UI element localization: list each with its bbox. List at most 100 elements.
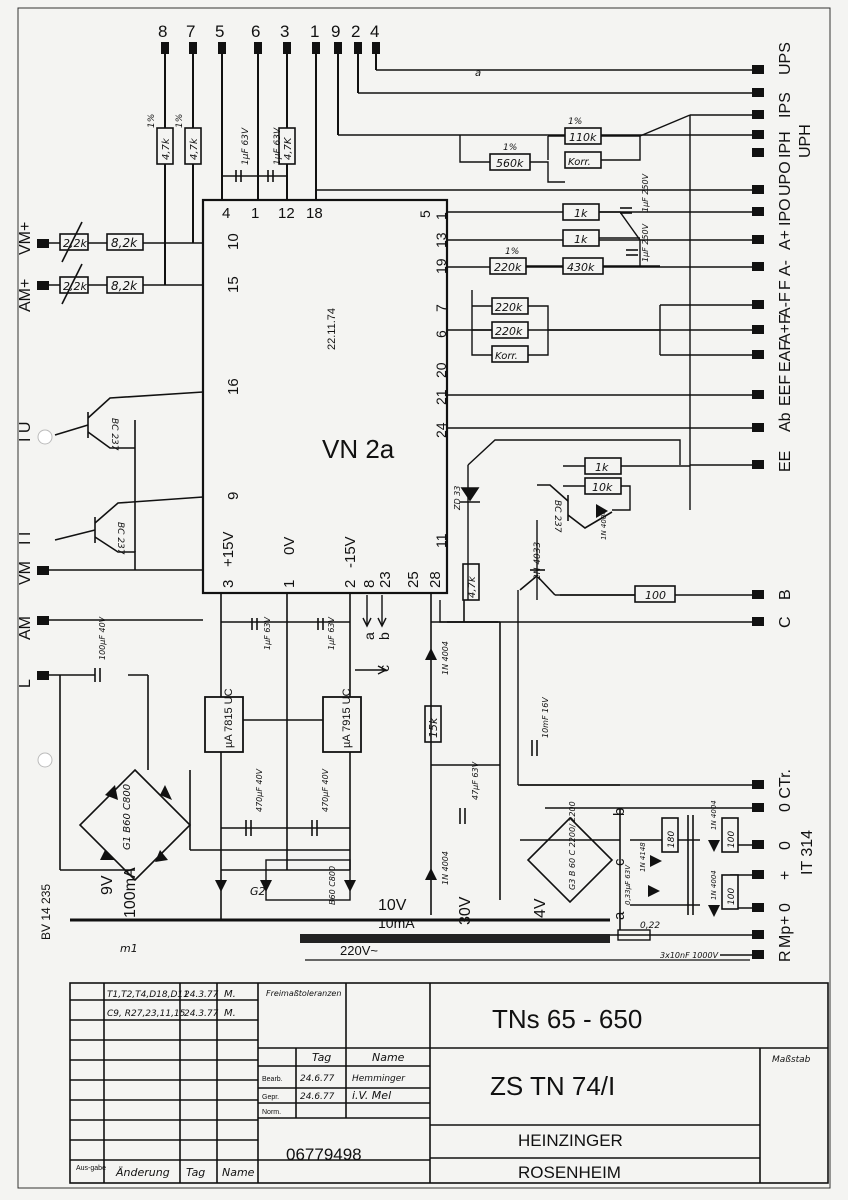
transistor-bc237-a: BC 237 [109, 418, 119, 451]
pin-right-20: 20 [433, 362, 449, 378]
cap-100uf: 100µF 40V [98, 616, 107, 660]
transistor-2n4033: 2N 4033 [533, 542, 543, 580]
revision-1-text: T1,T2,T4,D18,D11 [107, 990, 189, 1000]
cap-470uf-b: 470µF 40V [321, 768, 330, 812]
cap-3x10nf: 3x10nF 1000V [660, 951, 719, 960]
pin-bottom-8: 8 [361, 580, 378, 588]
resistor-100-b: 100 [727, 888, 737, 905]
label-4v: 4V [532, 898, 549, 918]
label-node-a: a [475, 68, 481, 79]
power-caps [94, 618, 538, 836]
resistor-10k: 10k [592, 481, 613, 494]
resistor-022-label: 0,22 [640, 921, 660, 931]
terminal-ee: EE [777, 451, 794, 472]
bridge-rectifier-g3 [526, 816, 614, 904]
pin-right-7: 7 [433, 304, 449, 312]
power-section-wires [59, 593, 700, 943]
top-terminal-pads [161, 42, 380, 54]
terminal-eaf: EAF [777, 341, 794, 372]
pin-bottom-3: 3 [220, 580, 237, 588]
label-bv14235: BV 14 235 [39, 884, 53, 940]
pin-top-4: 4 [222, 205, 230, 222]
bridge-g2-label: G2 [250, 885, 266, 898]
pin-top-18: 18 [306, 205, 323, 222]
company-rosenheim: ROSENHEIM [518, 1163, 621, 1182]
row-gepr-label: Gepr. [262, 1094, 279, 1101]
resistor-4k7-a: 4,7k [161, 137, 172, 160]
terminal-eef: EEF [777, 375, 794, 406]
bridge-g3-label: G3 B 60 C 2200/ 2200 [568, 801, 577, 890]
massstab-label: Maßstab [772, 1055, 811, 1065]
revision-2-signature: M. [224, 1008, 236, 1019]
resistor-korr-b: Korr. [495, 351, 518, 362]
terminal-iph: IPH [777, 131, 794, 158]
footer-name: Name [222, 1166, 255, 1179]
terminal-uph: UPH [797, 124, 814, 158]
left-terminal-pads [37, 239, 49, 680]
pin-right-5: 5 [417, 210, 433, 218]
label-node-c: c [611, 858, 628, 866]
cap-1uf-a: 1µF 63V [241, 127, 251, 165]
terminal-vm-plus: VM+ [17, 222, 34, 255]
terminal-upo: UPO [777, 161, 794, 196]
top-terminal-6: 6 [251, 22, 260, 41]
left-terminal-wires [45, 242, 203, 676]
revision-2-date: 24.3.77 [184, 1009, 219, 1019]
col-tag-header: Tag [312, 1051, 331, 1064]
diode-1n4004-right-label: 1N 4004 [600, 510, 608, 540]
it314-area [661, 815, 739, 915]
tolerance-1pct-e: 1% [505, 247, 519, 257]
label-10v: 10V [378, 897, 407, 914]
label-9v: 9V [99, 875, 116, 895]
module-vn2a: VN 2a 22.11.74 4 1 12 18 10 15 16 9 1 5 … [201, 198, 449, 595]
top-terminal-4: 4 [370, 22, 379, 41]
revision-1-signature: M. [224, 989, 236, 1000]
pin-left-10: 10 [225, 233, 242, 250]
label-int-b: b [376, 632, 392, 640]
document-number: 06779498 [286, 1145, 362, 1164]
right-terminal-wires [316, 69, 752, 956]
right-resistor-network [424, 127, 676, 743]
resistor-1k-a: 1k [574, 207, 588, 220]
zener-zd33-label: ZD 33 [453, 486, 462, 511]
pin-bottom-1: 1 [281, 580, 298, 588]
pin-bottom-plus15v: +15V [220, 532, 237, 567]
label-10ma: 10mA [378, 915, 415, 931]
pin-right-6: 6 [433, 330, 449, 338]
label-100ma: 100mA [122, 867, 139, 918]
cap-1uf-c: 1µF 63V [263, 616, 272, 650]
terminal-ips: IPS [777, 92, 794, 118]
diodes-30v [425, 648, 437, 880]
diode-1n4004-c: 1N 4004 [710, 800, 718, 830]
resistor-100-a: 100 [727, 831, 737, 848]
label-node-b: b [611, 808, 628, 816]
left-input-resistors [59, 221, 144, 305]
regulators [204, 696, 362, 753]
resistor-220k-c: 220k [495, 325, 523, 338]
mains-bar [300, 934, 610, 943]
tolerance-header: Freimaßtoleranzen [266, 989, 341, 998]
transistor-bc237-b: BC 237 [115, 522, 125, 555]
pin-left-16: 16 [225, 378, 242, 395]
terminal-0-b: 0 [777, 903, 794, 912]
left-terminal-labels: AM+ VM+ I U I I VM AM L [17, 222, 34, 688]
terminal-a-minus-f: A-F [777, 292, 794, 318]
cap-033uf: 0,33µF 63V [624, 864, 632, 905]
resistor-1k-c: 1k [595, 461, 609, 474]
tolerance-1pct-a: 1% [147, 114, 157, 128]
module-date: 22.11.74 [326, 308, 338, 350]
top-terminal-strip [164, 48, 377, 285]
company-heinzinger: HEINZINGER [518, 1131, 623, 1150]
resistor-100: 100 [645, 589, 666, 602]
sheet-frame [17, 7, 831, 1189]
pin-right-13: 13 [433, 232, 449, 248]
abc-arrows [355, 595, 388, 675]
cap-1uf-250v-a: 1µF 250V [641, 173, 650, 212]
punch-hole-lower [37, 752, 53, 768]
right-caps [620, 207, 638, 256]
pin-right-21: 21 [433, 389, 449, 405]
bridge-rectifier-g1 [78, 768, 192, 882]
pin-right-19: 19 [433, 258, 449, 274]
resistor-560k: 560k [496, 157, 524, 170]
footer-tag: Tag [186, 1166, 205, 1179]
